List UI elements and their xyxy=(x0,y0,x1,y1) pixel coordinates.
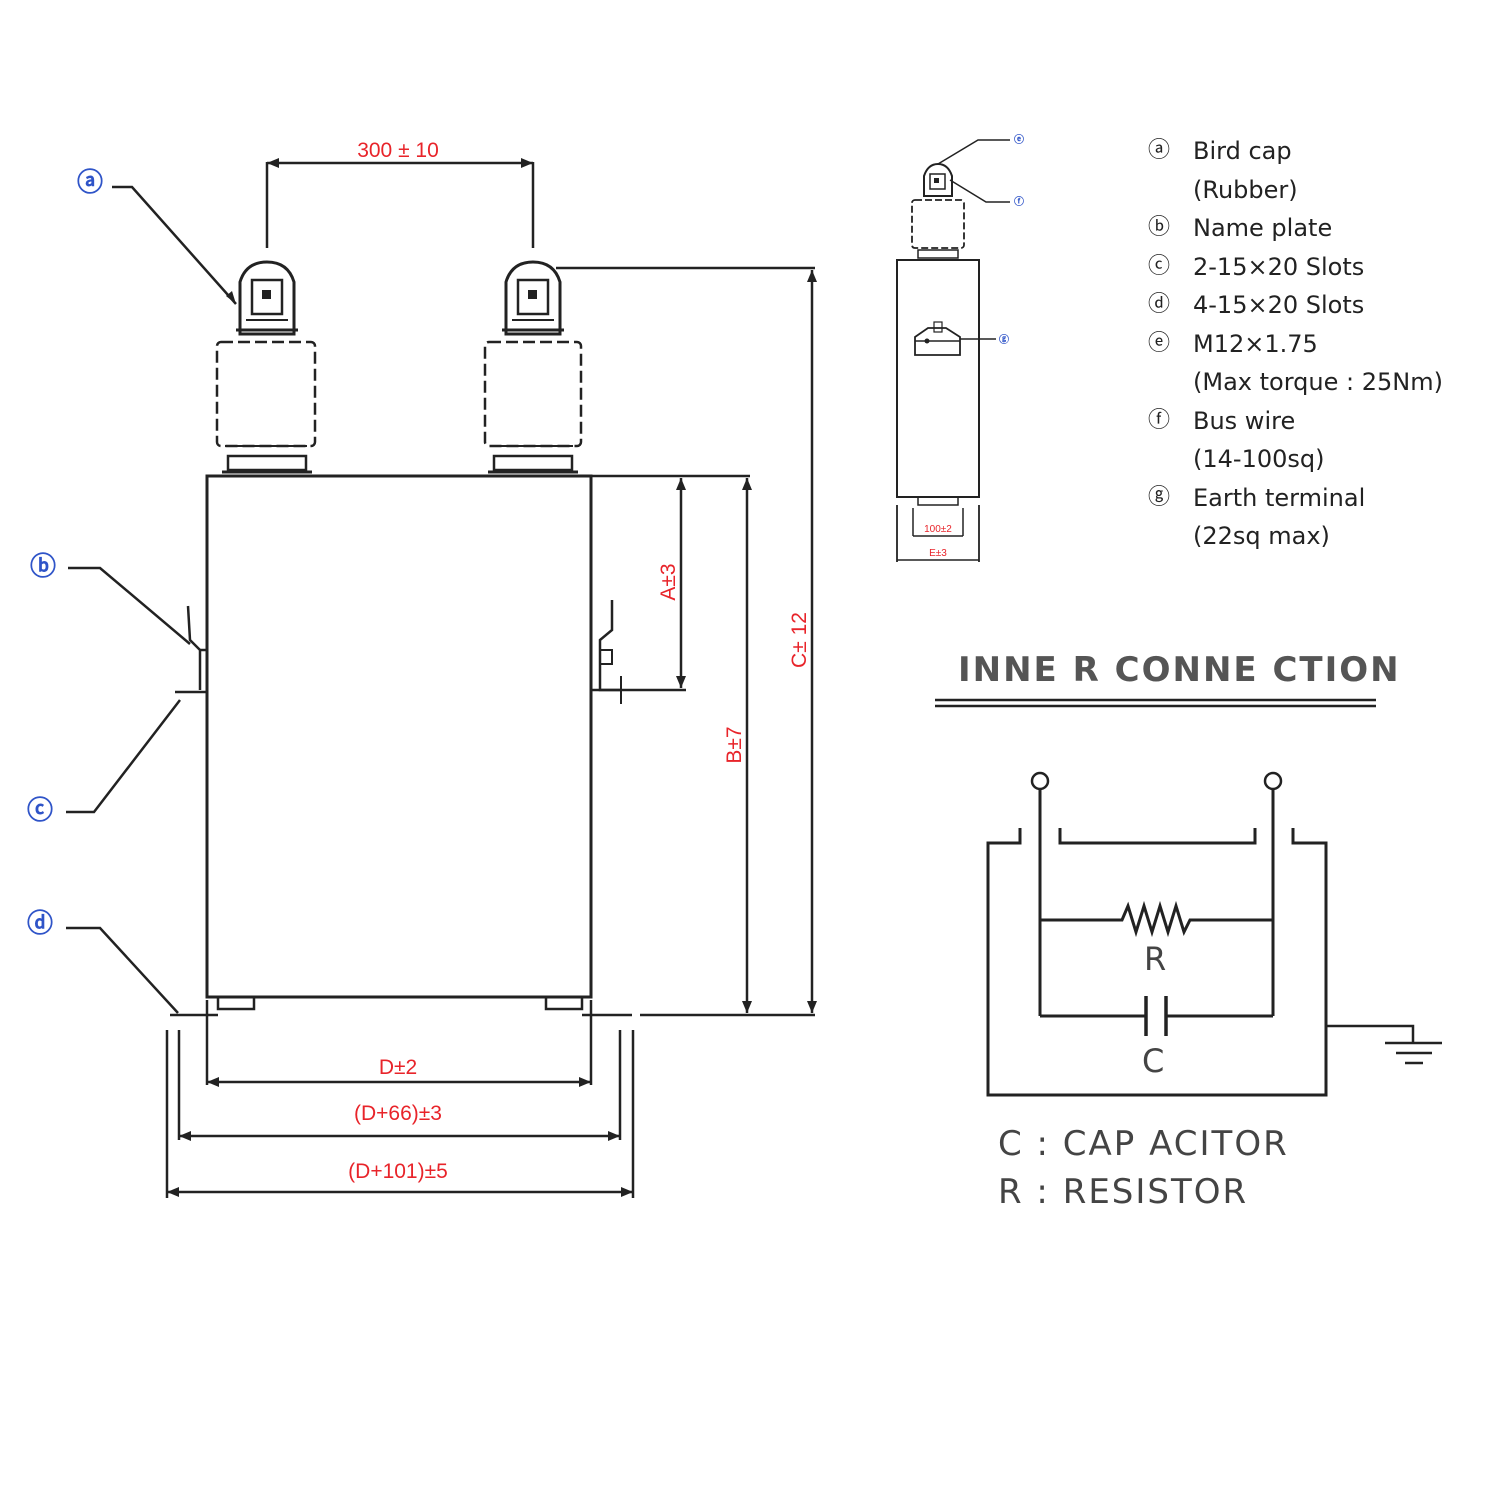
leader-d xyxy=(66,926,179,1014)
dim-overall-height: C± 12 xyxy=(788,612,811,668)
leader-b xyxy=(68,566,191,645)
bushing-left xyxy=(215,260,317,474)
dim-side-width: E±3 xyxy=(929,548,947,559)
legend-item: ⓔ M12×1.75 (Max torque : 25Nm) xyxy=(1148,325,1488,402)
front-view xyxy=(66,158,817,1198)
legend-line1: 4-15×20 Slots xyxy=(1193,291,1365,319)
legend-item: ⓓ 4-15×20 Slots xyxy=(1148,286,1488,325)
legend-line1: M12×1.75 xyxy=(1193,329,1318,358)
marker-g: ⓖ xyxy=(999,333,1009,346)
legend-line2: (22sq max) xyxy=(1193,522,1330,550)
legend-badge: ⓔ xyxy=(1148,330,1171,356)
dim-side-bracket: 100±2 xyxy=(924,524,952,535)
case-foot-left xyxy=(216,995,256,1011)
legend-line1: Bus wire xyxy=(1193,406,1296,435)
legend-line2: (14-100sq) xyxy=(1193,445,1325,473)
inner-connection-title: INNE R CONNE CTION xyxy=(958,650,1401,690)
dim-bushing-spacing: 300 ± 10 xyxy=(357,139,439,162)
marker-d: ⓓ xyxy=(27,908,53,939)
dim-slot-height: A±3 xyxy=(657,563,680,600)
bushing-right xyxy=(483,260,583,474)
case-foot-right xyxy=(544,995,584,1011)
legend-item: ⓐ Bird cap (Rubber) xyxy=(1148,132,1488,209)
resistor-definition: R : RESISTOR xyxy=(998,1172,1249,1212)
legend-badge: ⓖ xyxy=(1148,484,1171,510)
dim-slot-span: (D+66)±3 xyxy=(354,1102,442,1125)
legend-line1: Name plate xyxy=(1193,214,1333,242)
legend-badge: ⓒ xyxy=(1148,253,1171,279)
inner-connection-schematic xyxy=(935,698,1442,1097)
side-view xyxy=(896,139,1010,562)
legend-line2: (Max torque : 25Nm) xyxy=(1193,368,1443,396)
legend-line2: (Rubber) xyxy=(1193,175,1298,204)
resistor-label: R xyxy=(1144,940,1167,978)
marker-f: ⓕ xyxy=(1014,195,1024,208)
terminal-right xyxy=(1263,771,1283,791)
leader-a xyxy=(112,185,237,305)
dim-case-height: B±7 xyxy=(723,726,746,763)
parts-legend: ⓐ Bird cap (Rubber) ⓑ Name plate ⓒ 2-15×20 Slo… xyxy=(1148,132,1488,556)
capacitor-label: C xyxy=(1142,1042,1165,1080)
capacitor-case xyxy=(205,474,593,999)
terminal-left xyxy=(1030,771,1050,791)
marker-a: ⓐ xyxy=(77,167,103,198)
leader-c xyxy=(66,699,181,814)
capacitor-definition: C : CAP ACITOR xyxy=(998,1124,1289,1164)
legend-badge: ⓓ xyxy=(1148,292,1171,317)
marker-c: ⓒ xyxy=(27,795,53,826)
legend-line1: 2-15×20 Slots xyxy=(1193,252,1365,281)
dim-bracket-span: (D+101)±5 xyxy=(348,1160,448,1183)
legend-badge: ⓑ xyxy=(1148,215,1171,240)
legend-badge: ⓐ xyxy=(1148,138,1171,163)
side-case xyxy=(896,259,980,498)
legend-line1: Earth terminal xyxy=(1193,483,1366,512)
marker-e: ⓔ xyxy=(1014,133,1024,146)
resistor-symbol xyxy=(1040,900,1273,938)
legend-badge: ⓕ xyxy=(1148,407,1171,433)
legend-item: ⓖ Earth terminal (22sq max) xyxy=(1148,479,1488,556)
dim-case-depth: D±2 xyxy=(379,1056,417,1079)
legend-item: ⓕ Bus wire (14-100sq) xyxy=(1148,402,1488,479)
legend-item: ⓒ 2-15×20 Slots xyxy=(1148,248,1488,287)
legend-line1: Bird cap xyxy=(1193,137,1292,165)
legend-item: ⓑ Name plate xyxy=(1148,209,1488,248)
marker-b: ⓑ xyxy=(30,551,56,582)
